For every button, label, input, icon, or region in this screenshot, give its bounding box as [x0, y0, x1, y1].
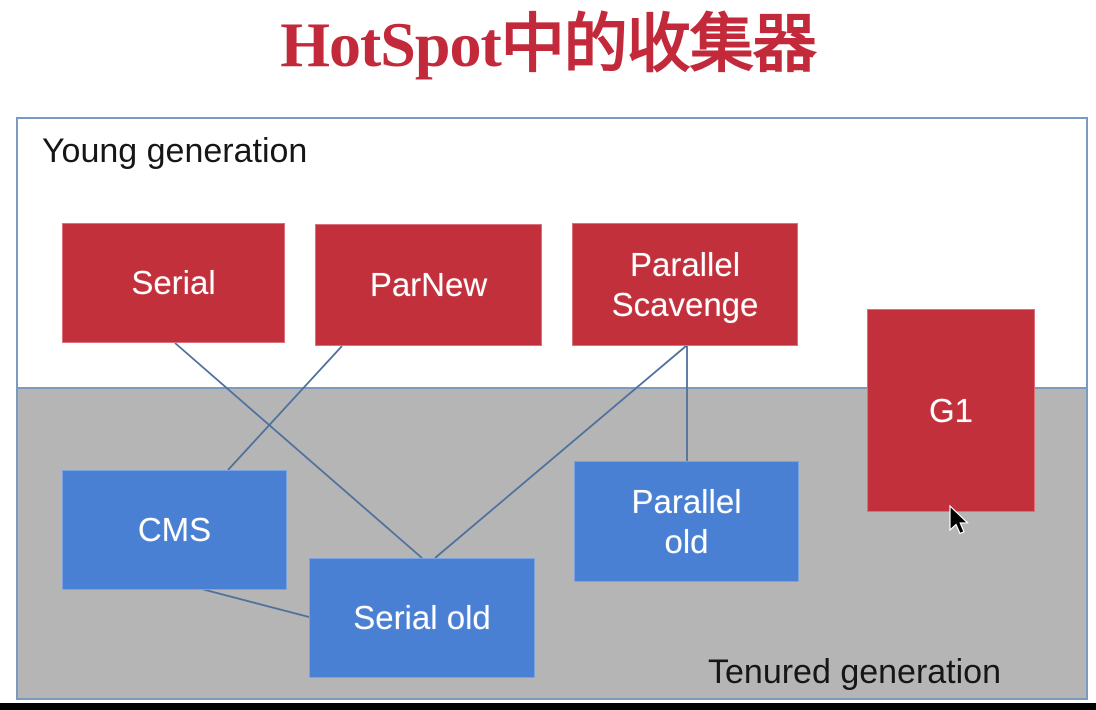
gc-collector-diagram: Young generation Tenured generation Seri…	[16, 117, 1088, 700]
collector-box-serial-old[interactable]: Serial old	[309, 558, 535, 678]
bottom-letterbox-bar	[0, 703, 1096, 710]
collector-box-parnew[interactable]: ParNew	[315, 224, 542, 346]
tenured-generation-label: Tenured generation	[708, 653, 1002, 691]
collector-box-parallel-scavenge[interactable]: Parallel Scavenge	[572, 223, 798, 346]
young-generation-label: Young generation	[42, 132, 308, 170]
mouse-pointer-icon	[949, 505, 969, 535]
collector-box-serial[interactable]: Serial	[62, 223, 285, 343]
collector-box-cms[interactable]: CMS	[62, 470, 287, 590]
collector-box-g1[interactable]: G1	[867, 309, 1035, 512]
collector-box-parallel-old[interactable]: Parallel old	[574, 461, 799, 582]
slide-title: HotSpot中的收集器	[280, 9, 817, 80]
